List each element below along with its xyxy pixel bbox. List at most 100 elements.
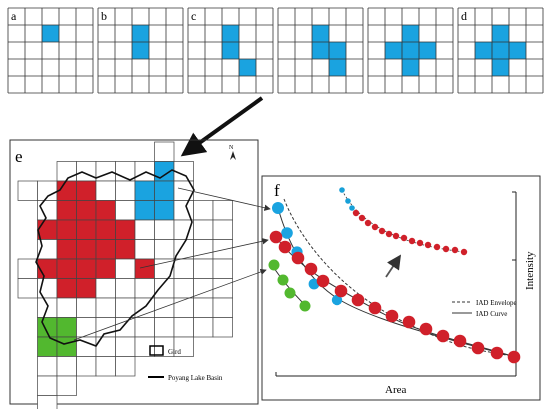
map-cell: [95, 239, 116, 260]
data-point: [368, 301, 382, 315]
map-cell: [173, 317, 194, 338]
filled-cell: [402, 25, 419, 42]
small-grid-a: a: [7, 7, 94, 94]
legend-curve-label: IAD Curve: [476, 310, 507, 318]
map-cell: [173, 336, 194, 357]
data-point: [304, 262, 318, 276]
map-cell: [173, 297, 194, 318]
data-point: [442, 245, 450, 253]
map-cell: [115, 219, 136, 240]
data-point: [402, 315, 416, 329]
map-cell: [115, 336, 136, 357]
map-cell: [76, 356, 97, 377]
panel-f-label: f: [274, 181, 280, 200]
data-point: [268, 259, 280, 271]
map-cell: [193, 317, 214, 338]
map-cell: [193, 239, 214, 260]
map-cell: [95, 278, 116, 299]
data-point: [507, 350, 521, 364]
map-cell: [115, 180, 136, 201]
map-cell: [56, 258, 77, 279]
data-point: [334, 284, 348, 298]
data-point: [284, 287, 296, 299]
data-point: [281, 227, 293, 239]
filled-cell: [132, 25, 149, 42]
data-point: [316, 274, 330, 288]
filled-cell: [312, 42, 329, 59]
filled-cell: [222, 25, 239, 42]
map-cell: [193, 219, 214, 240]
filled-cell: [492, 25, 509, 42]
data-point: [339, 187, 345, 193]
filled-cell: [419, 42, 436, 59]
data-point: [460, 248, 468, 256]
map-cell: [56, 161, 77, 182]
map-cell: [134, 180, 155, 201]
map-cell: [56, 375, 77, 396]
map-cell: [115, 356, 136, 377]
data-point: [345, 198, 351, 204]
map-cell: [154, 219, 175, 240]
map-cell: [212, 219, 233, 240]
data-point: [351, 293, 365, 307]
map-cell: [115, 317, 136, 338]
map-cell: [193, 297, 214, 318]
data-point: [299, 300, 311, 312]
grid-label: c: [191, 9, 196, 23]
legend-grid-label: Gird: [168, 348, 181, 356]
data-points: [268, 187, 521, 364]
iad-curve-green: [271, 264, 307, 307]
map-cell: [95, 161, 116, 182]
filled-cell: [402, 42, 419, 59]
filled-cell: [385, 42, 402, 59]
data-point: [364, 219, 372, 227]
data-point: [269, 230, 283, 244]
trend-arrow: [385, 254, 401, 278]
map-cell: [154, 200, 175, 221]
map-cell: [134, 317, 155, 338]
map-cell: [76, 180, 97, 201]
map-cell: [134, 278, 155, 299]
grid-label: d: [461, 9, 467, 23]
map-cell: [115, 200, 136, 221]
map-cell: [154, 141, 175, 162]
data-point: [352, 209, 360, 217]
map-cell: [56, 336, 77, 357]
data-point: [278, 240, 292, 254]
filled-cell: [492, 59, 509, 76]
data-point: [424, 241, 432, 249]
filled-cell: [475, 42, 492, 59]
map-cell: [134, 239, 155, 260]
svg-text:N: N: [229, 145, 234, 151]
data-point: [392, 232, 400, 240]
map-cell: [56, 239, 77, 260]
map-cell: [115, 239, 136, 260]
iad-curve-red-lower: [275, 236, 513, 357]
map-cell: [56, 200, 77, 221]
filled-cell: [329, 59, 346, 76]
connector-arrows: [73, 187, 271, 341]
data-point: [378, 227, 386, 235]
small-grid-d: d: [457, 7, 544, 94]
data-point: [451, 246, 459, 254]
map-cell: [37, 356, 58, 377]
x-axis-label: Area: [385, 384, 406, 396]
map-cell: [154, 258, 175, 279]
map-cell: [134, 200, 155, 221]
filled-cell: [509, 42, 526, 59]
data-point: [385, 230, 393, 238]
data-point: [490, 346, 504, 360]
small-grid-step-3: [277, 7, 364, 94]
map-cell: [76, 200, 97, 221]
map-cell: [173, 258, 194, 279]
data-point: [371, 223, 379, 231]
map-cell: [115, 278, 136, 299]
iad-envelope-small: [341, 189, 466, 253]
map-cell: [115, 258, 136, 279]
map-cell: [95, 336, 116, 357]
data-point: [308, 278, 320, 290]
grid-label: a: [11, 9, 17, 23]
map-cell: [95, 200, 116, 221]
map-cell: [212, 239, 233, 260]
map-cell: [56, 356, 77, 377]
